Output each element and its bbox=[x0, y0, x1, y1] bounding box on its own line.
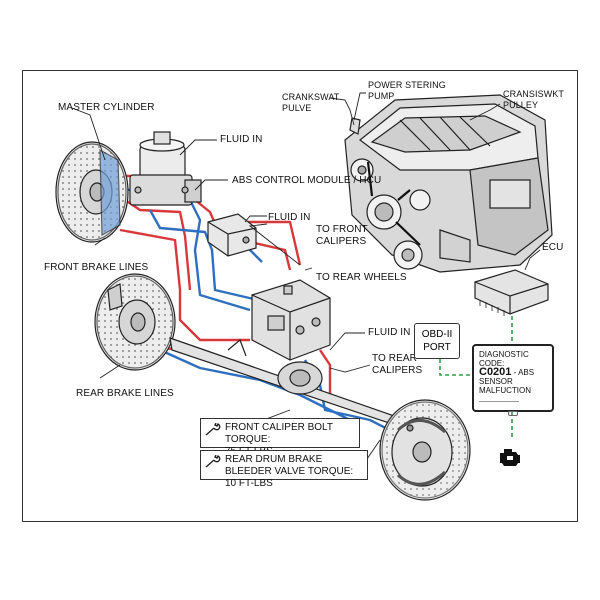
obd-connections bbox=[439, 316, 513, 440]
label-crankshaft-pulley-right-1: CRANSISWKT bbox=[503, 89, 565, 99]
diagnostic-scanner: DIAGNOSTIC CODE: C0201 - ABS SENSOR MALF… bbox=[472, 344, 554, 416]
rear-torque-line2: BLEEDER VALVE TORQUE: 10 FT-LBS bbox=[225, 466, 354, 489]
label-to-front-calipers-2: CALIPERS bbox=[316, 236, 367, 247]
label-crankshaft-pulley-left-2: PULVE bbox=[282, 103, 312, 113]
rear-left-brake-rotor bbox=[94, 273, 176, 371]
scanner-divider bbox=[479, 401, 519, 405]
diagnostic-code-line: C0201 - ABS SENSOR bbox=[479, 366, 547, 387]
label-rear-brake-lines: REAR BRAKE LINES bbox=[76, 388, 174, 399]
ecu-module bbox=[474, 269, 549, 316]
engine bbox=[344, 94, 553, 273]
label-crankshaft-pulley-left-1: CRANKSWAT bbox=[282, 92, 340, 102]
label-front-brake-lines: FRONT BRAKE LINES bbox=[44, 262, 149, 273]
label-to-rear-calipers-1: TO REAR bbox=[372, 353, 417, 364]
label-fluid-in-2: FLUID IN bbox=[268, 212, 311, 223]
rear-drum-brake bbox=[379, 399, 471, 501]
scanner-home-button bbox=[508, 411, 518, 416]
check-engine-icon bbox=[500, 449, 520, 466]
wrench-icon bbox=[205, 423, 221, 436]
obd-ii-port: OBD-II PORT bbox=[414, 323, 460, 359]
obd-line1: OBD-II bbox=[421, 329, 453, 340]
front-torque-line1: FRONT CALIPER BOLT TORQUE: bbox=[225, 422, 333, 445]
rear-torque-line1: REAR DRUM BRAKE bbox=[225, 454, 323, 465]
label-power-steering-1: POWER STERING bbox=[368, 80, 446, 90]
diagnostic-code-desc: - ABS SENSOR bbox=[479, 368, 535, 386]
master-cylinder bbox=[129, 131, 202, 206]
rear-drum-torque-box: REAR DRUM BRAKE BLEEDER VALVE TORQUE: 10… bbox=[200, 450, 368, 489]
diagnostic-title: DIAGNOSTIC CODE: bbox=[479, 350, 529, 368]
label-to-rear-calipers-2: CALIPERS bbox=[372, 365, 423, 376]
obd-line2: PORT bbox=[423, 342, 451, 353]
label-to-rear-wheels: TO REAR WHEELS bbox=[316, 272, 407, 283]
label-power-steering-2: PUMP bbox=[368, 91, 395, 101]
front-brake-rotor bbox=[55, 141, 129, 243]
label-to-front-calipers-1: TO FRONT bbox=[316, 224, 368, 235]
label-fluid-in-1: FLUID IN bbox=[220, 134, 263, 145]
proportioning-valve bbox=[207, 213, 257, 257]
front-caliper-torque-box: FRONT CALIPER BOLT TORQUE: 75 FT-LBS bbox=[200, 418, 360, 457]
wrench-icon bbox=[205, 455, 221, 468]
abs-hcu bbox=[251, 279, 331, 361]
diagnostic-line3: MALFUCTION bbox=[479, 386, 531, 395]
label-abs-module: ABS CONTROL MODULE / HCU bbox=[232, 175, 382, 186]
diagram-frame bbox=[22, 70, 578, 522]
label-ecu: ECU bbox=[542, 242, 564, 253]
label-crankshaft-pulley-right-2: PULLEY bbox=[503, 100, 539, 110]
label-fluid-in-3: FLUID IN bbox=[368, 327, 411, 338]
label-master-cylinder: MASTER CYLINDER bbox=[58, 102, 155, 113]
diagnostic-code: C0201 bbox=[479, 366, 512, 378]
